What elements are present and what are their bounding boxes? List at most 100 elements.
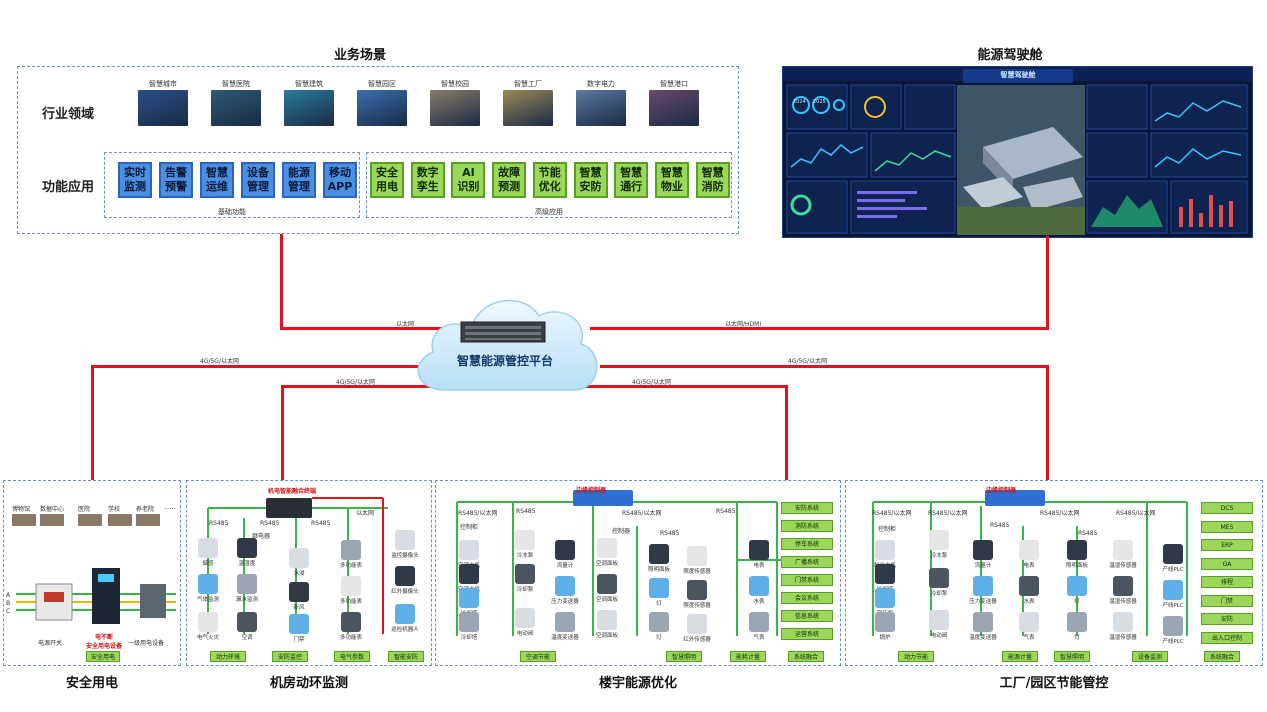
device-item[interactable]: 冷却泵 [508, 564, 542, 593]
category-tag[interactable]: 系统融合 [1204, 651, 1240, 662]
category-tag[interactable]: 动力节能 [898, 651, 934, 662]
category-tag[interactable]: 能源计量 [1002, 651, 1038, 662]
advanced-function-button[interactable]: 故障 预测 [492, 162, 527, 198]
device-item[interactable]: 多功能表 [334, 540, 368, 569]
device-item[interactable]: 照明面板 [642, 544, 676, 573]
device-item[interactable]: 烟感 [191, 538, 225, 567]
device-item[interactable]: 水表 [1012, 576, 1046, 605]
system-tag[interactable]: 运营系统 [781, 628, 833, 640]
system-tag[interactable]: MES [1201, 520, 1253, 533]
category-tag[interactable]: 空调节能 [520, 651, 556, 662]
device-item[interactable]: 灯 [642, 612, 676, 641]
device-item[interactable]: 水浸 [282, 548, 316, 577]
system-tag[interactable]: 信息系统 [781, 610, 833, 622]
category-tag[interactable]: 安防监控 [272, 651, 308, 662]
device-item[interactable]: 温湿传感器 [1106, 612, 1140, 641]
advanced-function-button[interactable]: 节能 优化 [532, 162, 567, 198]
device-item[interactable]: 温湿传感器 [1106, 576, 1140, 605]
device-item[interactable]: 电动阀 [508, 608, 542, 637]
system-tag[interactable]: 门禁系统 [781, 574, 833, 586]
device-item[interactable]: 灯 [642, 578, 676, 607]
category-tag[interactable]: 智能安防 [388, 651, 424, 662]
system-tag[interactable]: 门禁 [1201, 594, 1253, 607]
device-item[interactable]: 产线PLC [1156, 580, 1190, 609]
device-item[interactable]: 监控摄像头 [388, 530, 422, 559]
device-item[interactable]: 温湿度 [230, 538, 264, 567]
device-item[interactable]: 冷却泵 [922, 568, 956, 597]
system-tag[interactable]: 排程 [1201, 576, 1253, 588]
device-item[interactable]: 流量计 [966, 540, 1000, 569]
device-item[interactable]: 电气火灾 [191, 612, 225, 641]
system-tag[interactable]: 消防系统 [781, 520, 833, 532]
device-item[interactable]: 温湿传感器 [1106, 540, 1140, 569]
industry-item[interactable]: 智慧工厂 [502, 78, 554, 126]
industry-item[interactable]: 智慧建筑 [283, 78, 335, 126]
device-item[interactable]: 多功能表 [334, 576, 368, 605]
advanced-function-button[interactable]: 智慧 通行 [614, 162, 649, 198]
basic-function-button[interactable]: 实时 监测 [118, 162, 152, 198]
industry-item[interactable]: 智慧港口 [648, 78, 700, 126]
system-tag[interactable]: 广播系统 [781, 556, 833, 568]
basic-function-button[interactable]: 能源 管理 [282, 162, 316, 198]
industry-item[interactable]: 智慧城市 [137, 78, 189, 126]
device-item[interactable]: 空调 [230, 612, 264, 641]
category-tag[interactable]: 系统融合 [788, 651, 824, 662]
device-item[interactable]: 空调面板 [590, 610, 624, 639]
advanced-function-button[interactable]: 安全 用电 [370, 162, 404, 198]
category-tag[interactable]: 电气参数 [334, 651, 370, 662]
device-item[interactable]: 新风 [282, 582, 316, 611]
device-item[interactable]: 门禁 [282, 614, 316, 643]
basic-function-button[interactable]: 移动 APP [323, 162, 357, 198]
system-tag[interactable]: 会议系统 [781, 592, 833, 604]
device-item[interactable]: 空调面板 [590, 538, 624, 567]
device-item[interactable]: 流量计 [548, 540, 582, 569]
device-item[interactable]: 冷冻泵 [922, 530, 956, 559]
device-item[interactable]: 压力变送器 [966, 576, 1000, 605]
advanced-function-button[interactable]: 数字 孪生 [410, 162, 445, 198]
device-item[interactable]: 气表 [1012, 612, 1046, 641]
system-tag[interactable]: 安防系统 [781, 502, 833, 514]
device-item[interactable]: 产线PLC [1156, 616, 1190, 645]
device-item[interactable]: 产线PLC [1156, 544, 1190, 573]
category-tag[interactable]: 智慧照明 [1054, 651, 1090, 662]
advanced-function-button[interactable]: AI 识别 [451, 162, 486, 198]
device-item[interactable]: 照度传感器 [680, 546, 714, 575]
system-tag[interactable]: DCS [1201, 502, 1253, 514]
system-tag[interactable]: OA [1201, 557, 1253, 570]
device-item[interactable]: 冷却塔 [452, 612, 486, 641]
device-item[interactable]: 气表 [742, 612, 776, 641]
system-tag[interactable]: 停车系统 [781, 538, 833, 550]
device-item[interactable]: 红外传感器 [680, 614, 714, 643]
advanced-function-button[interactable]: 智慧 安防 [573, 162, 608, 198]
device-item[interactable]: 压力变送器 [548, 576, 582, 605]
industry-item[interactable]: 智慧园区 [356, 78, 408, 126]
device-item[interactable]: 气体监测 [191, 574, 225, 603]
device-item[interactable]: 电动阀 [922, 610, 956, 639]
device-item[interactable]: 多功能表 [334, 612, 368, 641]
device-item[interactable]: 冷冻泵 [508, 530, 542, 559]
cloud-platform-icon[interactable] [405, 280, 605, 412]
device-item[interactable]: 漏水监测 [230, 574, 264, 603]
device-item[interactable]: 电表 [1012, 540, 1046, 569]
basic-function-button[interactable]: 设备 管理 [241, 162, 275, 198]
device-item[interactable]: 巡检机器人 [388, 604, 422, 633]
industry-item[interactable]: 智慧医院 [210, 78, 262, 126]
basic-function-button[interactable]: 智慧 运维 [200, 162, 234, 198]
advanced-function-button[interactable]: 智慧 消防 [695, 162, 730, 198]
device-item[interactable]: 水表 [742, 576, 776, 605]
energy-cockpit-screen[interactable]: 智慧驾驶舱 2024 2025 [782, 66, 1253, 238]
category-tag[interactable]: 能耗计量 [730, 651, 766, 662]
device-item[interactable]: 灯 [1060, 576, 1094, 605]
system-tag[interactable]: 出入口控制 [1201, 631, 1253, 644]
device-item[interactable]: 电表 [742, 540, 776, 569]
system-tag[interactable]: ERP [1201, 539, 1253, 551]
industry-item[interactable]: 智慧校园 [429, 78, 481, 126]
category-tag[interactable]: 设备监测 [1132, 651, 1168, 662]
safe-tag[interactable]: 安全用电 [86, 651, 120, 662]
device-item[interactable]: 照明面板 [1060, 540, 1094, 569]
system-tag[interactable]: 安防 [1201, 613, 1253, 625]
device-item[interactable]: 灯 [1060, 612, 1094, 641]
device-item[interactable]: 红外摄像头 [388, 566, 422, 595]
device-item[interactable]: 温度变送器 [966, 612, 1000, 641]
device-item[interactable]: 锅炉 [868, 612, 902, 641]
